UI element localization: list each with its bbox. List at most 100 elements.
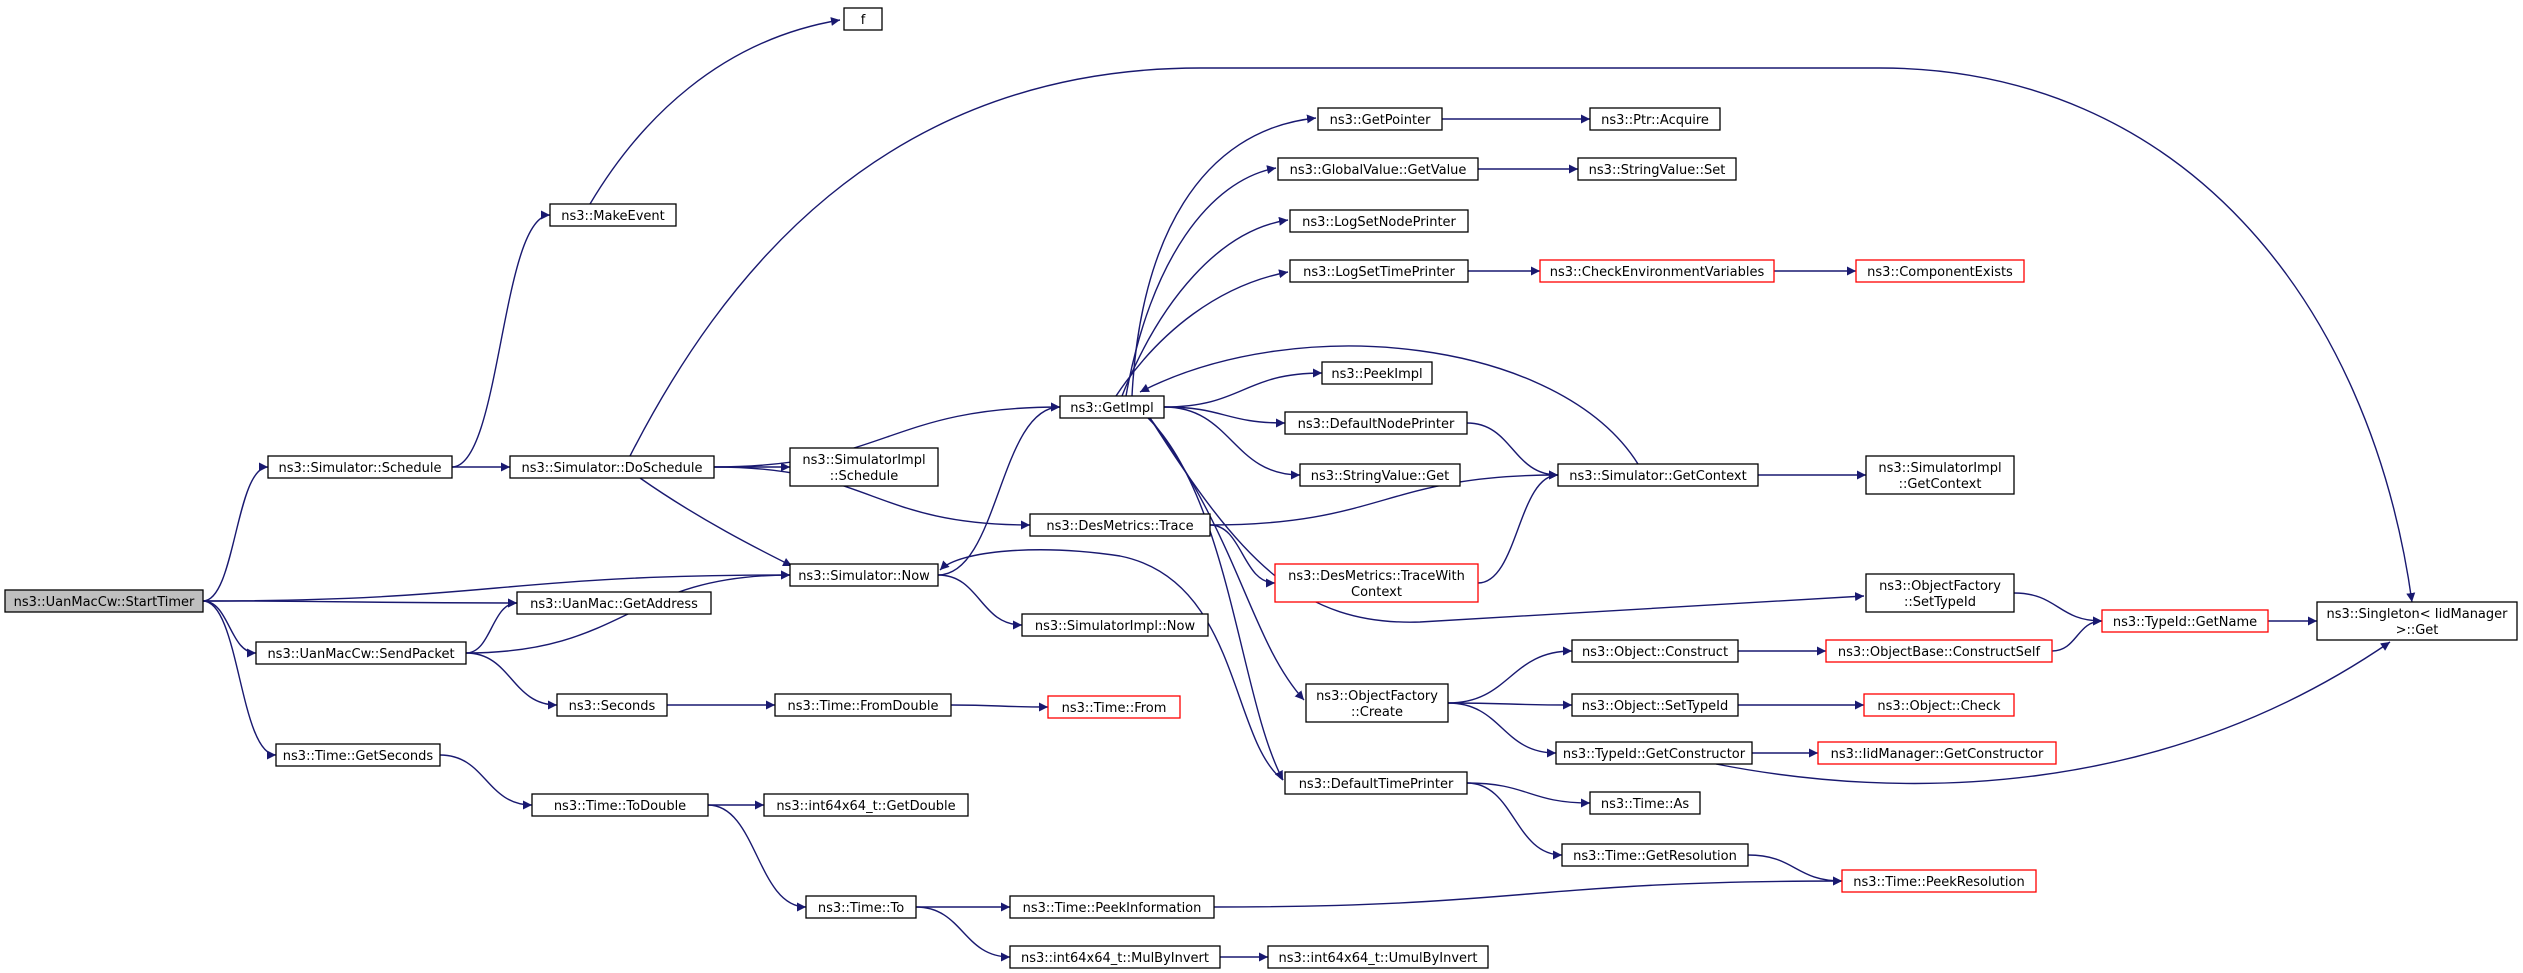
node-box[interactable] [1865, 455, 2015, 495]
node-box[interactable] [843, 7, 883, 31]
node-objsettypeid[interactable]: ns3::Object::SetTypeId [1571, 693, 1739, 717]
node-ptracquire[interactable]: ns3::Ptr::Acquire [1589, 107, 1721, 131]
node-svget[interactable]: ns3::StringValue::Get [1299, 463, 1461, 487]
node-box[interactable] [267, 455, 453, 479]
node-box[interactable] [1571, 693, 1739, 717]
node-ofsettypeid[interactable]: ns3::ObjectFactory::SetTypeId [1865, 573, 2015, 613]
node-ofcreate[interactable]: ns3::ObjectFactory::Create [1305, 683, 1449, 723]
node-fromdouble[interactable]: ns3::Time::FromDouble [774, 693, 952, 717]
node-logsetnode[interactable]: ns3::LogSetNodePrinter [1289, 209, 1469, 233]
node-makeevent[interactable]: ns3::MakeEvent [549, 203, 677, 227]
node-timegetres[interactable]: ns3::Time::GetResolution [1561, 843, 1749, 867]
node-box[interactable] [1589, 791, 1701, 815]
node-box[interactable] [805, 895, 917, 919]
node-box[interactable] [549, 203, 677, 227]
node-peekres[interactable]: ns3::Time::PeekResolution [1841, 869, 2037, 893]
node-objconstruct[interactable]: ns3::Object::Construct [1571, 639, 1739, 663]
node-box[interactable] [1825, 639, 2053, 663]
node-seconds[interactable]: ns3::Seconds [556, 693, 668, 717]
node-timeas[interactable]: ns3::Time::As [1589, 791, 1701, 815]
node-box[interactable] [1589, 107, 1721, 131]
node-desmetricstrace[interactable]: ns3::DesMetrics::Trace [1029, 513, 1211, 537]
node-box[interactable] [1284, 771, 1468, 795]
node-timegetseconds[interactable]: ns3::Time::GetSeconds [275, 743, 441, 767]
node-timefrom[interactable]: ns3::Time::From [1047, 695, 1181, 719]
node-simgetcontext[interactable]: ns3::Simulator::GetContext [1557, 463, 1759, 487]
node-box[interactable] [1021, 613, 1209, 637]
node-box[interactable] [1009, 895, 1215, 919]
node-singletonget[interactable]: ns3::Singleton< IidManager >::Get [2316, 601, 2518, 641]
node-constructself[interactable]: ns3::ObjectBase::ConstructSelf [1825, 639, 2053, 663]
node-box[interactable] [1029, 513, 1211, 537]
node-f[interactable]: f [843, 7, 883, 31]
node-box[interactable] [1009, 945, 1221, 969]
node-checkenv[interactable]: ns3::CheckEnvironmentVariables [1539, 259, 1775, 283]
node-simimplschedule[interactable]: ns3::SimulatorImpl::Schedule [789, 447, 939, 487]
node-typeidgetname[interactable]: ns3::TypeId::GetName [2101, 609, 2269, 633]
node-box[interactable] [1317, 107, 1443, 131]
node-compexists[interactable]: ns3::ComponentExists [1855, 259, 2025, 283]
node-box[interactable] [1817, 741, 2057, 765]
node-box[interactable] [1539, 259, 1775, 283]
node-box[interactable] [516, 591, 712, 615]
node-box[interactable] [1284, 411, 1468, 435]
node-box[interactable] [1267, 945, 1489, 969]
node-gvgetvalue[interactable]: ns3::GlobalValue::GetValue [1277, 157, 1479, 181]
node-defnodeprinter[interactable]: ns3::DefaultNodePrinter [1284, 411, 1468, 435]
node-simimplnow[interactable]: ns3::SimulatorImpl::Now [1021, 613, 1209, 637]
node-simnow[interactable]: ns3::Simulator::Now [789, 563, 939, 587]
node-box[interactable] [1577, 157, 1737, 181]
node-sendpacket[interactable]: ns3::UanMacCw::SendPacket [255, 641, 467, 665]
node-box[interactable] [1557, 463, 1759, 487]
node-peekimpl[interactable]: ns3::PeekImpl [1321, 361, 1433, 385]
node-mulbyinvert[interactable]: ns3::int64x64_t::MulByInvert [1009, 945, 1221, 969]
node-box[interactable] [1047, 695, 1181, 719]
node-box[interactable] [1274, 563, 1479, 603]
node-getimpl[interactable]: ns3::GetImpl [1059, 395, 1165, 419]
node-box[interactable] [1305, 683, 1449, 723]
node-start[interactable]: ns3::UanMacCw::StartTimer [4, 589, 204, 613]
node-box[interactable] [531, 793, 709, 817]
node-box[interactable] [2316, 601, 2518, 641]
node-box[interactable] [4, 589, 204, 613]
node-box[interactable] [1059, 395, 1165, 419]
node-box[interactable] [1289, 209, 1469, 233]
node-simimplgetcontext[interactable]: ns3::SimulatorImpl::GetContext [1865, 455, 2015, 495]
node-box[interactable] [763, 793, 969, 817]
node-box[interactable] [774, 693, 952, 717]
node-box[interactable] [789, 563, 939, 587]
node-box[interactable] [1865, 573, 2015, 613]
node-box[interactable] [1289, 259, 1469, 283]
node-peekinfo[interactable]: ns3::Time::PeekInformation [1009, 895, 1215, 919]
node-schedule[interactable]: ns3::Simulator::Schedule [267, 455, 453, 479]
node-box[interactable] [1299, 463, 1461, 487]
node-getpointer[interactable]: ns3::GetPointer [1317, 107, 1443, 131]
node-box[interactable] [1321, 361, 1433, 385]
node-box[interactable] [2101, 609, 2269, 633]
node-box[interactable] [1863, 693, 2015, 717]
node-timeto[interactable]: ns3::Time::To [805, 895, 917, 919]
node-box[interactable] [1277, 157, 1479, 181]
node-doschedule[interactable]: ns3::Simulator::DoSchedule [509, 455, 715, 479]
node-objcheck[interactable]: ns3::Object::Check [1863, 693, 2015, 717]
node-uangetaddress[interactable]: ns3::UanMac::GetAddress [516, 591, 712, 615]
node-box[interactable] [1561, 843, 1749, 867]
node-logsettime[interactable]: ns3::LogSetTimePrinter [1289, 259, 1469, 283]
node-umulbyinvert[interactable]: ns3::int64x64_t::UmulByInvert [1267, 945, 1489, 969]
node-box[interactable] [255, 641, 467, 665]
node-box[interactable] [1841, 869, 2037, 893]
node-typeidgetctor[interactable]: ns3::TypeId::GetConstructor [1555, 741, 1753, 765]
node-box[interactable] [556, 693, 668, 717]
node-svset[interactable]: ns3::StringValue::Set [1577, 157, 1737, 181]
node-iidgetctor[interactable]: ns3::IidManager::GetConstructor [1817, 741, 2057, 765]
node-box[interactable] [509, 455, 715, 479]
node-box[interactable] [1571, 639, 1739, 663]
node-box[interactable] [275, 743, 441, 767]
node-deftimeprinter[interactable]: ns3::DefaultTimePrinter [1284, 771, 1468, 795]
node-getdouble[interactable]: ns3::int64x64_t::GetDouble [763, 793, 969, 817]
node-timetodouble[interactable]: ns3::Time::ToDouble [531, 793, 709, 817]
node-box[interactable] [1555, 741, 1753, 765]
node-box[interactable] [789, 447, 939, 487]
node-box[interactable] [1855, 259, 2025, 283]
